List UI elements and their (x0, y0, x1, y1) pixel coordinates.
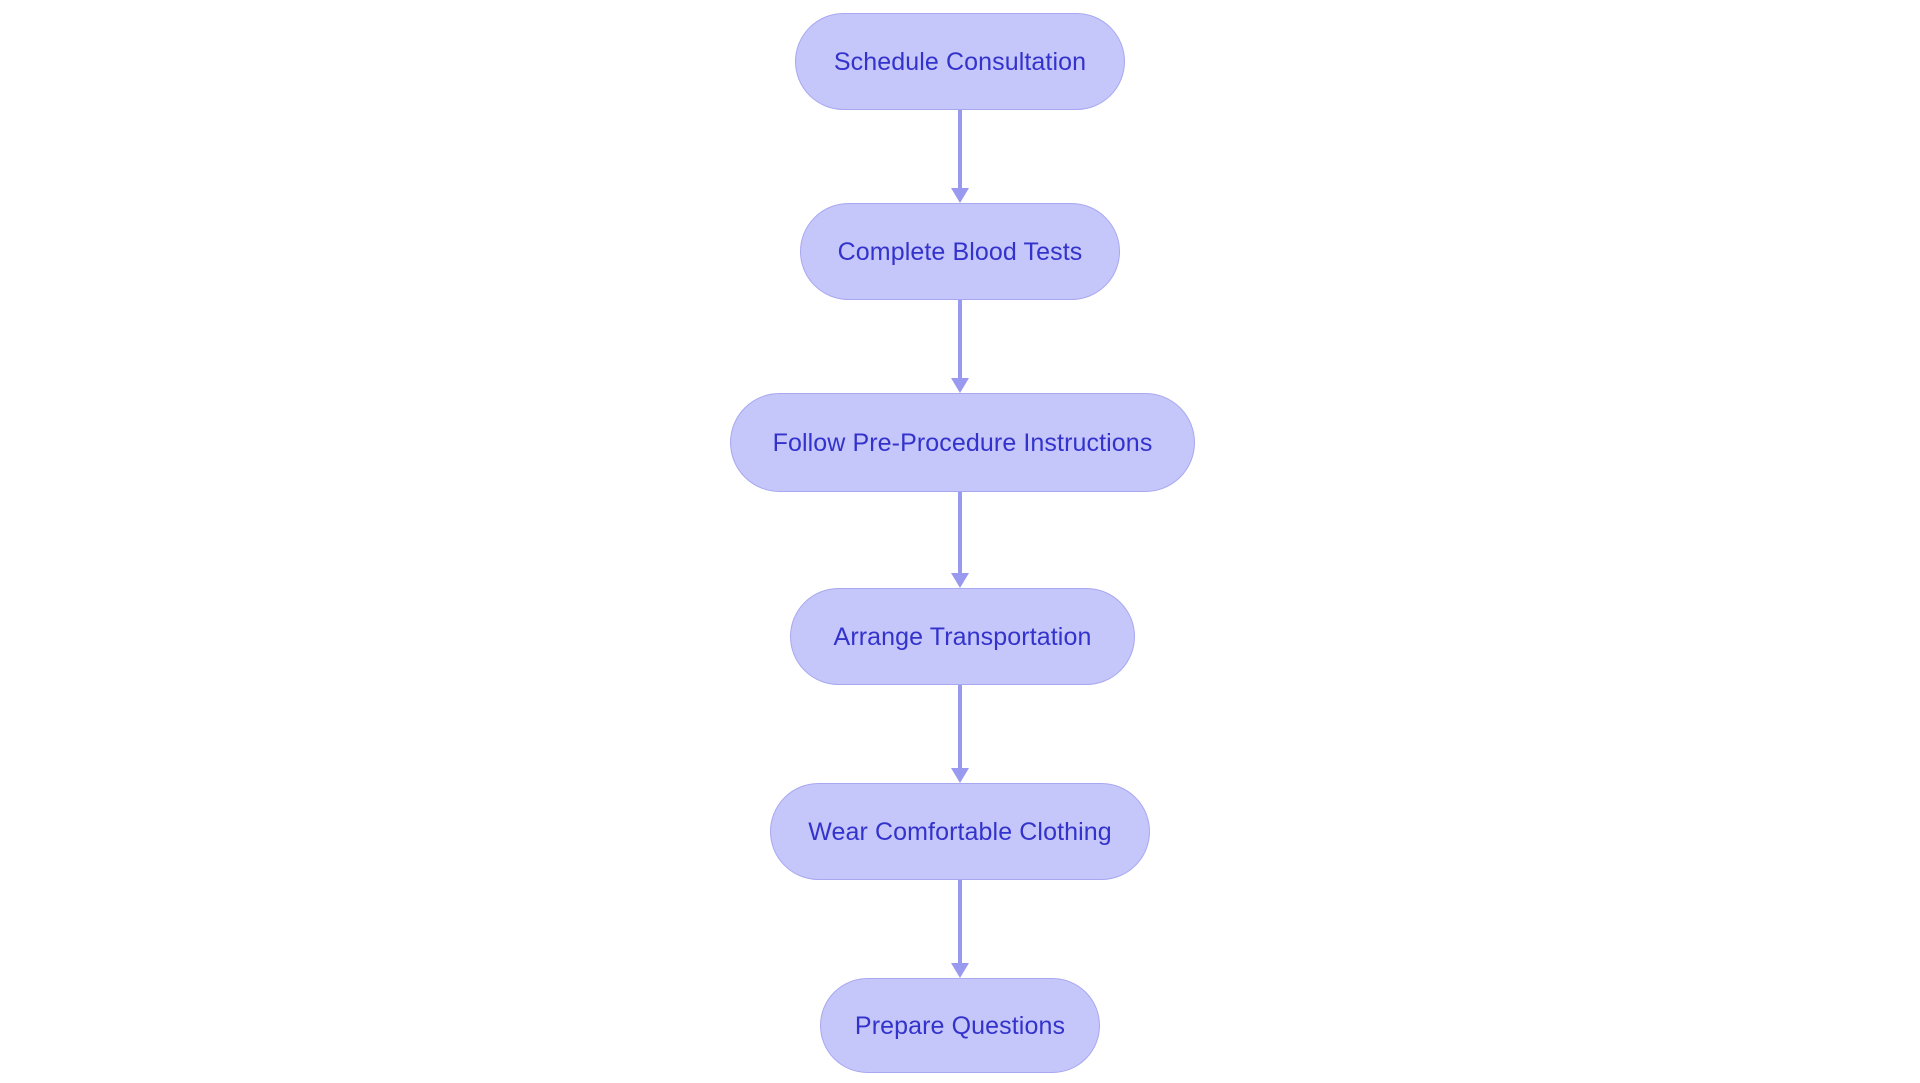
flow-node-wear-comfortable-clothing[interactable]: Wear Comfortable Clothing (770, 783, 1150, 880)
flow-node-complete-blood-tests[interactable]: Complete Blood Tests (800, 203, 1120, 300)
flow-node-schedule-consultation[interactable]: Schedule Consultation (795, 13, 1125, 110)
flow-node-arrange-transportation[interactable]: Arrange Transportation (790, 588, 1135, 685)
flow-node-label: Prepare Questions (854, 1011, 1066, 1040)
flow-node-label: Complete Blood Tests (837, 237, 1083, 266)
flow-node-follow-pre-procedure-instructions[interactable]: Follow Pre-Procedure Instructions (730, 393, 1195, 492)
flow-node-label: Follow Pre-Procedure Instructions (772, 428, 1153, 457)
flow-node-label: Schedule Consultation (833, 47, 1087, 76)
flow-node-label: Wear Comfortable Clothing (808, 817, 1112, 846)
flow-node-prepare-questions[interactable]: Prepare Questions (820, 978, 1100, 1073)
flow-node-label: Arrange Transportation (833, 622, 1092, 651)
